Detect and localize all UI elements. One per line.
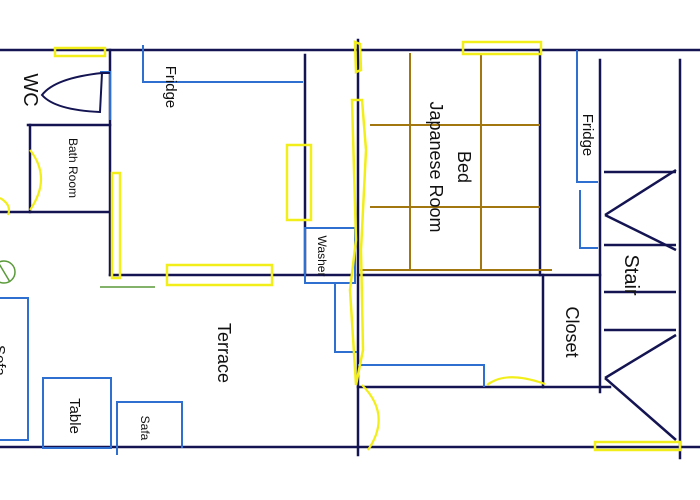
door-swings — [0, 149, 546, 451]
window-central-long — [348, 98, 368, 386]
stair-symbol — [604, 168, 677, 441]
label-japanese-room: Japanese Room — [426, 101, 446, 232]
door-left-edge — [0, 197, 11, 216]
label-bed: Bed — [454, 151, 474, 183]
label-washer: Washer — [315, 236, 329, 277]
safa-outline — [116, 401, 183, 455]
label-safa: Safa — [138, 416, 152, 441]
label-stair: Stair — [620, 254, 642, 295]
window-bottom-right — [593, 440, 682, 452]
label-terrace: Terrace — [214, 323, 234, 383]
window-japanese-top — [461, 40, 543, 56]
furniture — [0, 45, 598, 455]
label-fridge-left: Fridge — [162, 66, 179, 109]
door-bath — [29, 149, 42, 211]
window-room-bottom — [165, 263, 274, 287]
plant-icon — [0, 260, 155, 288]
window-central-slider — [353, 40, 363, 74]
label-wc: WC — [19, 73, 41, 106]
window-room-left — [110, 171, 122, 280]
windows — [53, 40, 682, 452]
label-fridge-right: Fridge — [579, 114, 596, 157]
fridge-left-outline — [142, 45, 303, 83]
label-bath-room: Bath Room — [66, 138, 80, 198]
label-closet: Closet — [562, 306, 582, 357]
window-room-right — [285, 143, 313, 222]
label-table: Table — [66, 398, 83, 434]
door-lower-room — [486, 376, 546, 386]
tatami-grid — [360, 53, 552, 271]
table-outline — [42, 377, 112, 449]
sofa-left-outline — [0, 297, 29, 441]
lower-room-frame — [358, 364, 485, 387]
door-terrace — [361, 384, 380, 451]
toilet-icon — [40, 71, 110, 114]
fridge-right-lower — [579, 190, 598, 249]
label-sofa-partial: Sofa — [0, 345, 8, 377]
terrace-inner-line — [334, 284, 357, 353]
fridge-right-outline — [576, 50, 598, 183]
window-wc-top — [53, 46, 107, 58]
